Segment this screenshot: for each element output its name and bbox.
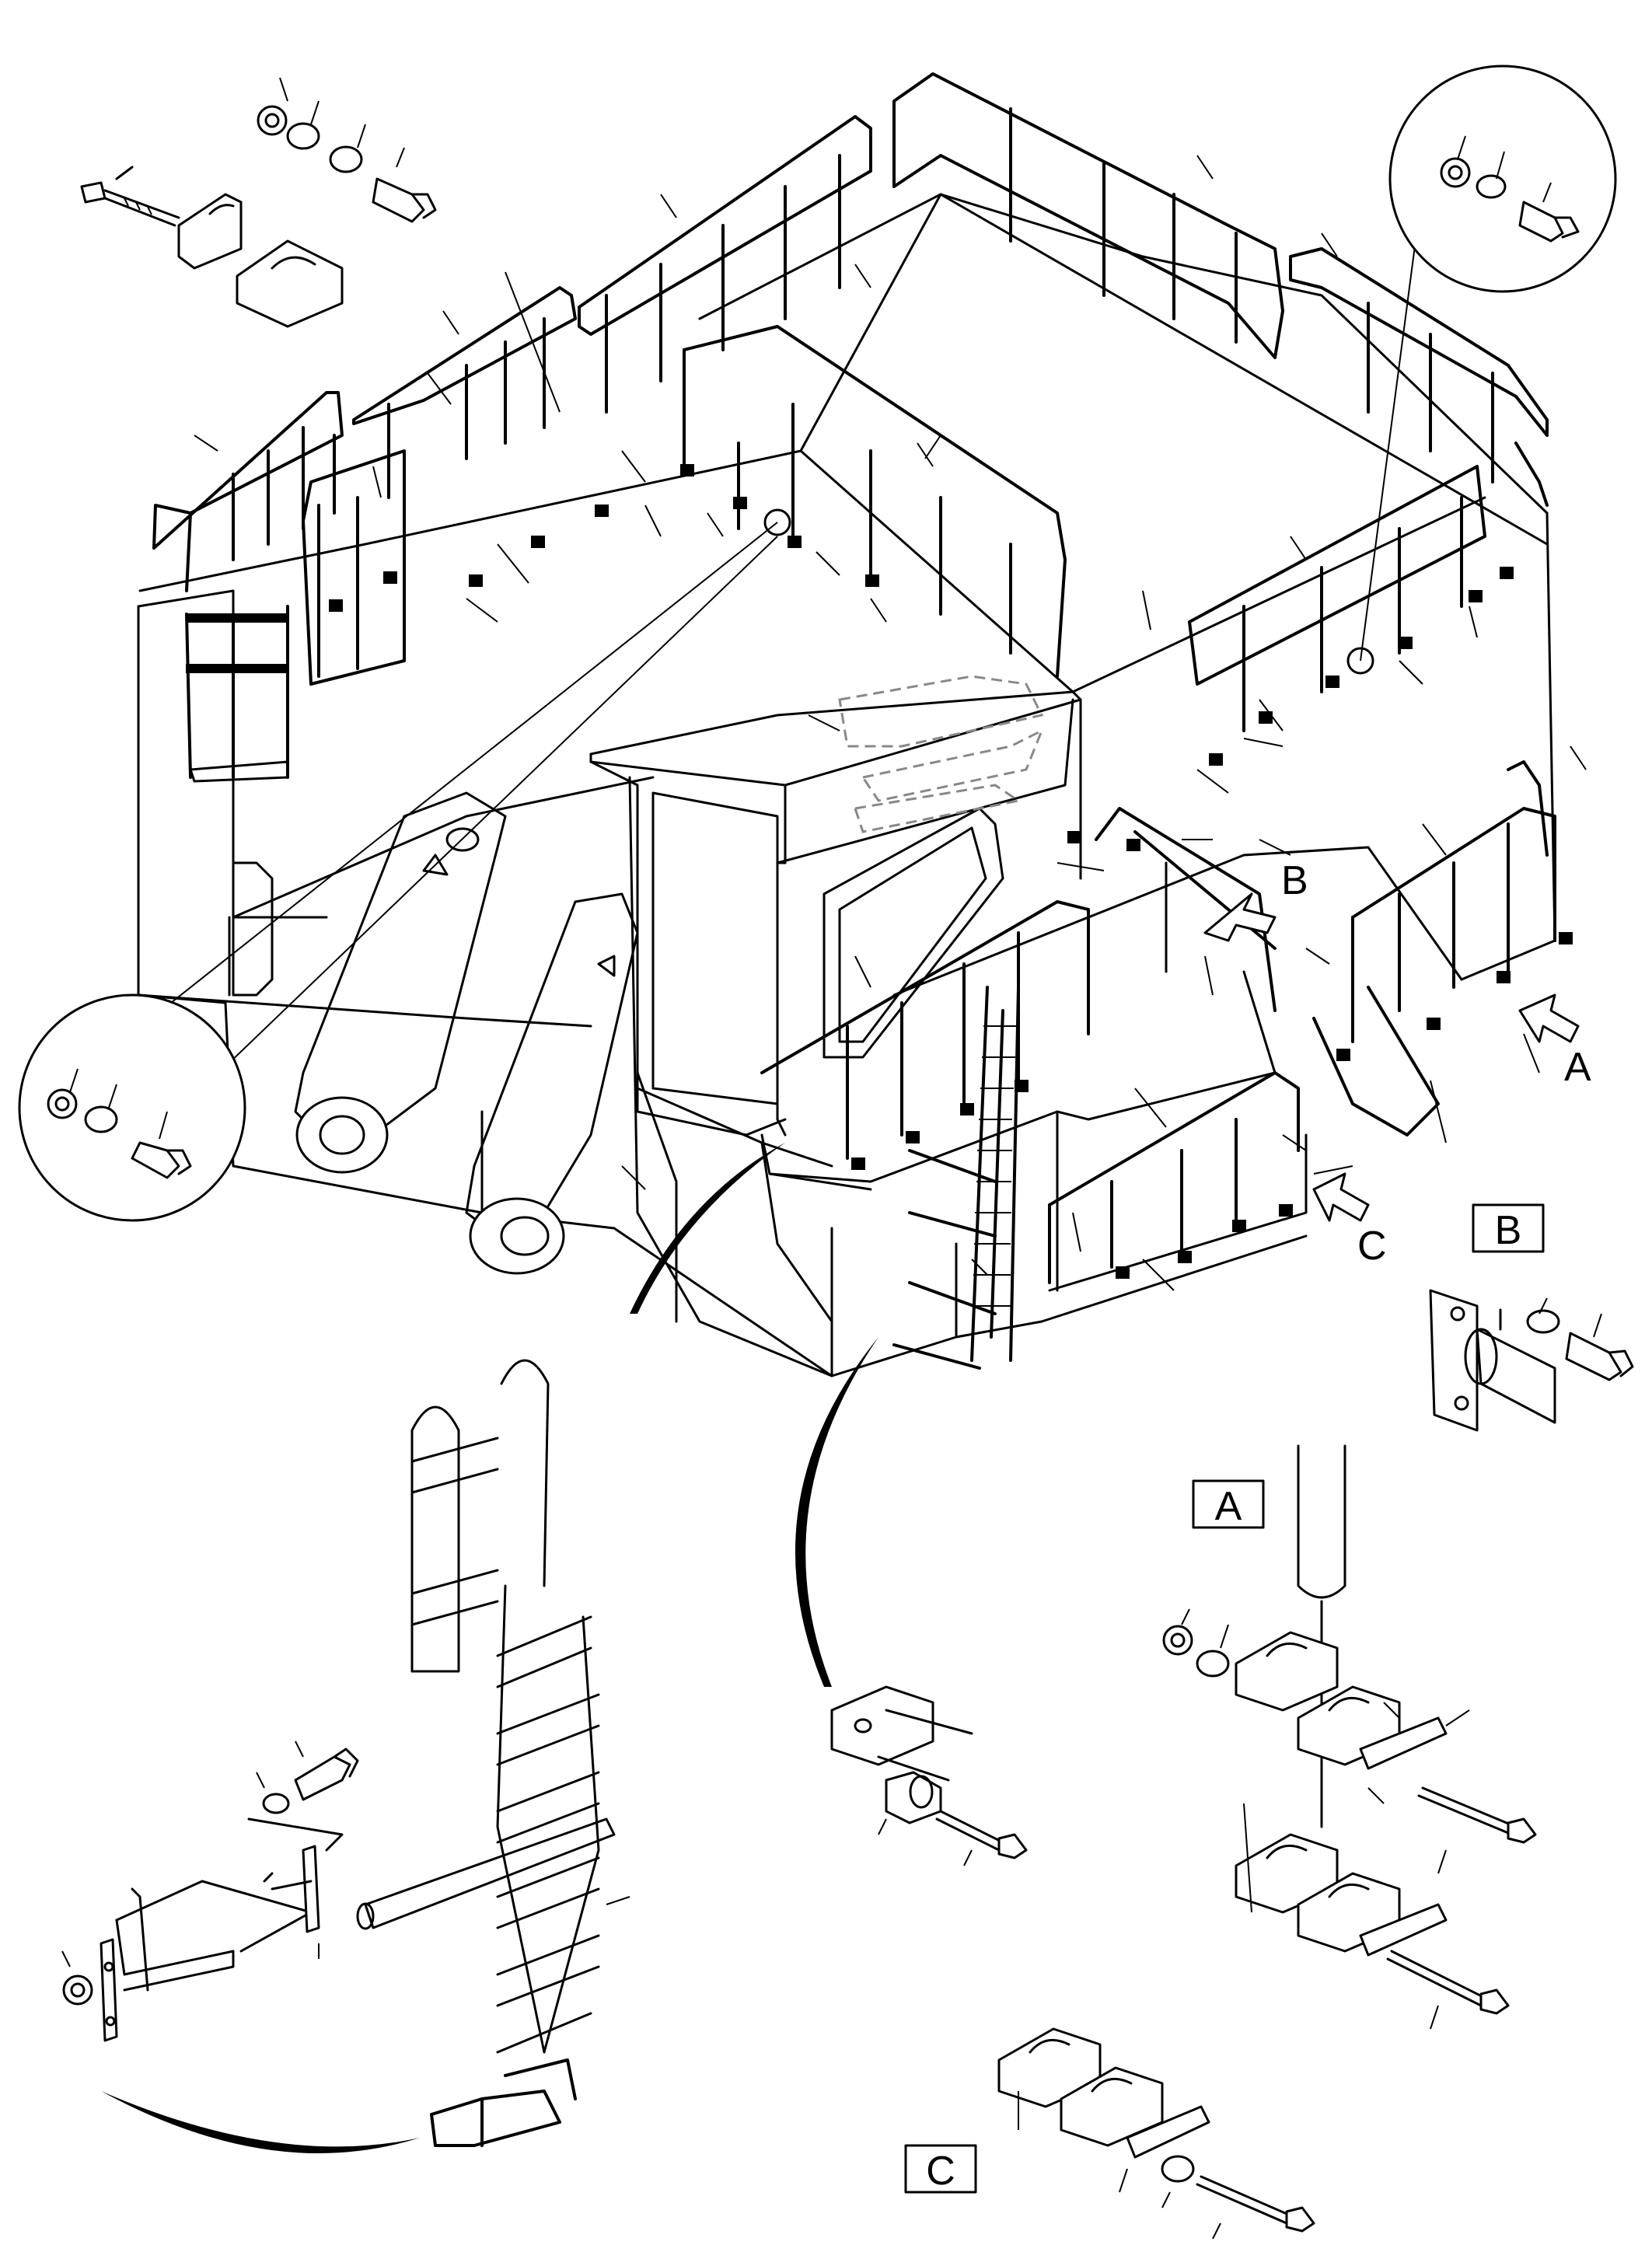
detail-b: B: [1429, 1203, 1634, 1432]
rail-spheres: [763, 508, 1374, 675]
detail-c-label-box: [904, 2144, 977, 2194]
detail-leader-lines: [101, 186, 1423, 2153]
handrail-system: [152, 72, 1556, 1284]
view-label-c: C: [1357, 1224, 1387, 1269]
detail-a-label-box: [1192, 1479, 1265, 1529]
view-label-a: A: [1564, 1045, 1591, 1090]
detail-a-label: A: [1215, 1484, 1242, 1529]
side-ladder-left: [185, 605, 289, 783]
detail-bracket: [61, 1741, 359, 2042]
machine-base: [137, 589, 1043, 1377]
stanchion-feet: [329, 464, 1573, 1279]
detail-c-label: C: [926, 2149, 955, 2194]
detail-ladder-mount: [830, 1685, 1028, 1866]
detail-circle-top-right: [1388, 65, 1617, 293]
detail-top-left-clamp: [80, 77, 437, 328]
hidden-component-outline: [838, 675, 1044, 833]
detail-b-label: B: [1495, 1208, 1522, 1253]
detail-a: A: [1162, 1444, 1537, 2030]
view-callouts: B A C: [1281, 858, 1591, 1269]
detail-circle-left: [18, 993, 246, 1222]
main-ladder: [892, 986, 1020, 1370]
detail-ladder: [356, 1359, 630, 2147]
detail-c: C: [904, 2027, 1315, 2240]
operator-cab: [589, 690, 1082, 1136]
upper-deck: [138, 193, 1556, 1323]
view-label-b: B: [1281, 858, 1308, 903]
callout-leaders: [194, 155, 1587, 1291]
view-arrows: [1203, 892, 1580, 1222]
detail-b-label-box: [1472, 1203, 1545, 1253]
